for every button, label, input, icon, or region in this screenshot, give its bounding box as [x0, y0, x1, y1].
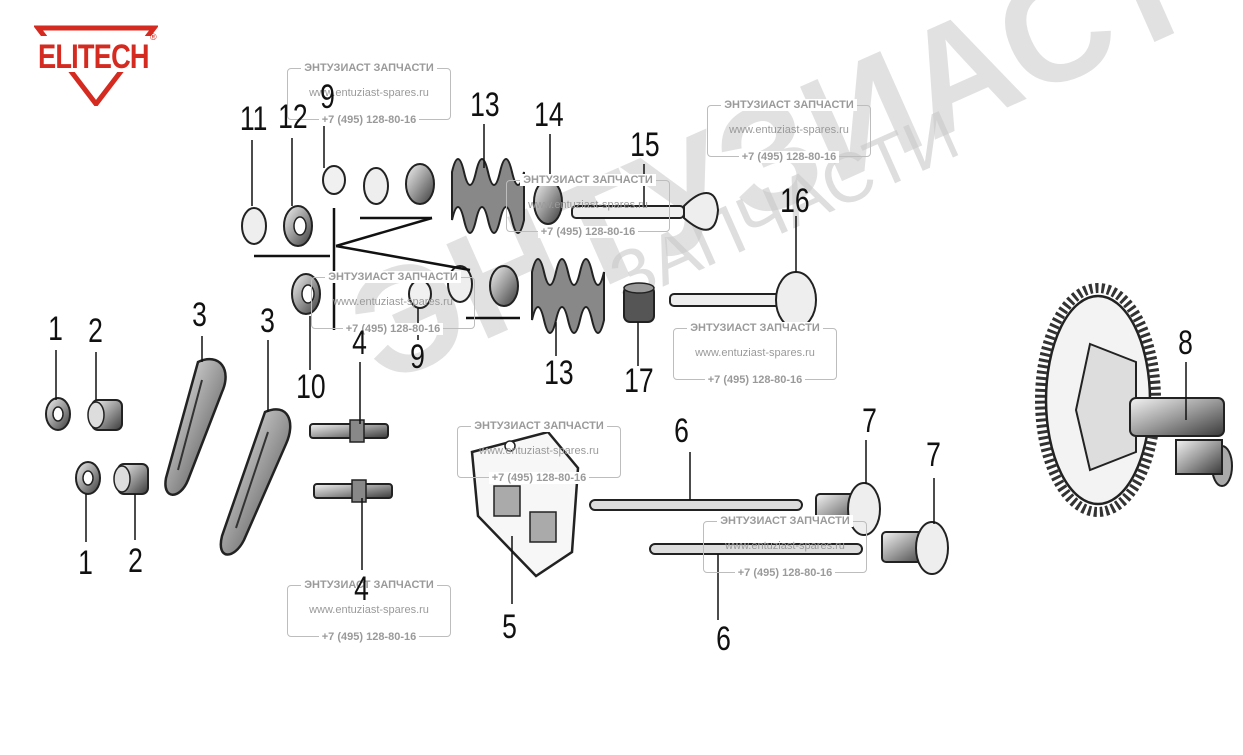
part-label-3: 3: [192, 296, 207, 334]
part-label-2: 2: [128, 542, 143, 580]
part-13-valve-spring-bottom: [531, 258, 605, 334]
part-label-11: 11: [239, 100, 268, 138]
part-label-9: 9: [410, 338, 425, 376]
part-label-9: 9: [320, 78, 335, 116]
part-label-7: 7: [862, 402, 877, 440]
watermark-stamp: ЭНТУЗИАСТ ЗАПЧАСТИ www.entuziast-spares.…: [287, 62, 451, 126]
part-9-cap-top: [322, 165, 346, 195]
assembly-lines: [254, 208, 520, 330]
part-label-5: 5: [502, 608, 517, 646]
part-3-rocker-arm-bottom: [219, 408, 292, 556]
watermark-stamp: ЭНТУЗИАСТ ЗАПЧАСТИ www.entuziast-spares.…: [707, 99, 871, 163]
part-2-bushing-top: [87, 399, 123, 431]
part-label-2: 2: [88, 312, 103, 350]
part-label-13: 13: [544, 354, 574, 392]
part-11-valve-keeper: [241, 207, 267, 245]
brand-name: ELITECH: [38, 38, 150, 76]
part-label-16: 16: [780, 182, 810, 220]
watermark-stamp: ЭНТУЗИАСТ ЗАПЧАСТИ www.entuziast-spares.…: [673, 322, 837, 386]
brand-registered-mark: ®: [150, 32, 157, 42]
watermark-stamp: ЭНТУЗИАСТ ЗАПЧАСТИ www.entuziast-spares.…: [506, 174, 670, 238]
part-label-14: 14: [534, 96, 564, 134]
part-label-1: 1: [78, 544, 93, 582]
leader-lines: [55, 116, 1187, 620]
part-1-nut-bottom: [75, 461, 101, 495]
part-label-15: 15: [630, 126, 660, 164]
part-6-push-rod-top: [589, 499, 803, 511]
watermark-stamp: ЭНТУЗИАСТ ЗАПЧАСТИ www.entuziast-spares.…: [703, 515, 867, 579]
part-7-tappet-bottom: [881, 521, 949, 575]
part-5-guide-plate: [470, 430, 580, 578]
elitech-logo: [34, 25, 158, 106]
part-8-camshaft-gear: [1035, 283, 1233, 517]
part-13-valve-spring-top: [451, 158, 525, 234]
watermark-stamp: ЭНТУЗИАСТ ЗАПЧАСТИ www.entuziast-spares.…: [287, 579, 451, 643]
part-15-intake-valve: [571, 192, 720, 231]
part-label-4: 4: [352, 324, 367, 362]
part-4-stud-bottom: [313, 479, 393, 503]
part-label-17: 17: [624, 362, 654, 400]
part-1-nut-top: [45, 397, 71, 431]
part-label-8: 8: [1178, 324, 1193, 362]
part-label-6: 6: [716, 620, 731, 658]
part-label-10: 10: [296, 368, 326, 406]
part-10-adjusting-nut: [291, 273, 321, 315]
watermark-stamp: ЭНТУЗИАСТ ЗАПЧАСТИ www.entuziast-spares.…: [311, 271, 475, 335]
part-4-stud-top: [309, 419, 389, 443]
part-2-bushing-bottom: [113, 463, 149, 495]
part-label-7: 7: [926, 436, 941, 474]
part-label-1: 1: [48, 310, 63, 348]
part-label-3: 3: [260, 302, 275, 340]
part-3-rocker-arm-top: [164, 357, 227, 496]
part-17-stem-seal: [623, 282, 655, 323]
part-16-exhaust-valve: [669, 271, 817, 329]
part-nut-upper-row: [363, 163, 519, 307]
watermark-stamp: ЭНТУЗИАСТ ЗАПЧАСТИ www.entuziast-spares.…: [457, 420, 621, 484]
part-label-4: 4: [354, 570, 369, 608]
part-12-adjusting-nut: [283, 205, 313, 247]
part-label-6: 6: [674, 412, 689, 450]
part-label-13: 13: [470, 86, 500, 124]
part-label-12: 12: [278, 98, 308, 136]
